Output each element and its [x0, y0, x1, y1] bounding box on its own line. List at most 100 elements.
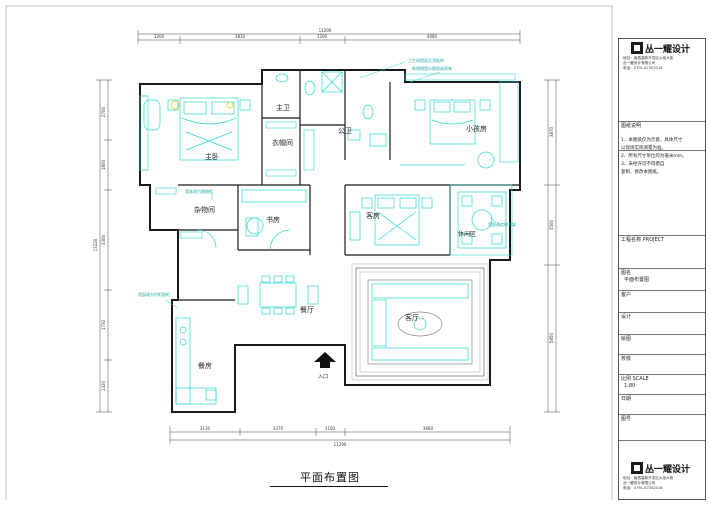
dim-top-3: 1200 — [317, 34, 328, 39]
draw-label: 绘图 — [621, 336, 632, 342]
dim-bottom-3: 1160 — [325, 426, 336, 431]
note-kitchen: 墙面改为吊柜厨柜 — [138, 291, 170, 297]
note-top-2: 新增隔墙分割保留原有 — [412, 65, 452, 71]
label-study: 书房 — [266, 215, 280, 224]
scale-label: 比例 SCALE — [621, 376, 649, 382]
note-line-5: 复制、修改本图纸。 — [621, 170, 662, 175]
title-block: 丛一耀设计 地址：南昌高新开发区火炬大街 丛一耀设计有限公司 电话：0791-8… — [618, 38, 706, 500]
title-underline — [270, 486, 388, 487]
label-walk-in-closet: 衣帽间 — [272, 138, 293, 147]
label-public-bath: 公卫 — [338, 127, 352, 135]
client-label: 客户 — [621, 292, 632, 298]
storage-shelves — [155, 187, 217, 249]
notes-list: 1、本图纸仅为示意，具体尺寸 以现场实际测量为准。 2、所有尺寸单位均为毫米mm… — [621, 137, 687, 177]
dim-right-1: 3870 — [549, 126, 554, 137]
scale-cell: 比例 SCALE 1:80 — [619, 375, 705, 395]
number-cell: 图号 — [619, 415, 705, 441]
dim-top-2: 3810 — [235, 34, 246, 39]
living-room-ornament — [351, 263, 489, 381]
note-line-4: 3、未经许可不得擅自 — [621, 162, 665, 167]
dim-top-4: 4080 — [427, 34, 438, 39]
dim-left-2: 1800 — [101, 159, 106, 170]
living-room-furniture — [355, 267, 485, 377]
annotation-leaders — [164, 61, 501, 309]
guest-bed — [349, 194, 433, 246]
logo-bottom: 丛一耀设计 地址：南昌高新开发区火炬大街 丛一耀设计有限公司 电话：0791-8… — [619, 459, 705, 495]
drawing-frame — [5, 5, 613, 500]
drawing-title: 平面布置图 — [300, 471, 360, 484]
leisure-furniture — [457, 191, 507, 249]
dim-left-3: 3300 — [101, 234, 106, 245]
dim-left-overall: 13220 — [93, 238, 98, 251]
master-tub — [143, 99, 234, 131]
logo-top: 丛一耀设计 地址：南昌高新开发区火炬大街 丛一耀设计有限公司 电话：0791-8… — [619, 39, 705, 75]
bottom-dimension-lines — [169, 426, 511, 444]
note-leisure: 墙面改造做书架 — [488, 221, 516, 227]
window-lines — [139, 73, 519, 256]
closet-shelves — [265, 121, 315, 177]
dim-left-5: 1430 — [101, 380, 106, 391]
brand-logo-icon — [631, 462, 643, 474]
bath-fixtures — [275, 71, 387, 147]
top-dimension-lines — [137, 30, 521, 44]
design-label: 设计 — [621, 314, 632, 320]
dim-right-2: 3500 — [549, 219, 554, 230]
label-leisure-room: 休闲区 — [458, 230, 476, 238]
floor-plan-drawing: 11290 1200 3810 1200 4080 3110 3370 1160… — [5, 5, 613, 500]
number-label: 图号 — [621, 416, 632, 422]
client-cell: 客户 — [619, 291, 705, 313]
label-kitchen: 餐房 — [198, 361, 212, 370]
company-line-2-bottom: 丛一耀设计有限公司 — [623, 481, 656, 485]
dim-right-3: 5850 — [549, 332, 554, 343]
dim-top-1: 1200 — [154, 34, 165, 39]
project-cell: 工程名称 PROJECT — [619, 235, 705, 269]
label-guest-room: 客房 — [366, 211, 380, 220]
drawing-name: 平面布置图 — [624, 277, 650, 283]
drawing-label: 图名 — [621, 270, 632, 276]
draw-cell: 绘图 — [619, 335, 705, 355]
drawing-cell: 图名 平面布置图 — [619, 269, 705, 291]
company-line-2: 丛一耀设计有限公司 — [623, 61, 656, 65]
dim-top-overall: 11290 — [319, 28, 332, 33]
notes-header: 图纸说明 — [621, 123, 642, 129]
company-name-bottom: 丛一耀设计 — [645, 465, 691, 475]
right-dimension-lines — [544, 79, 560, 413]
dim-bottom-overall: 11290 — [334, 442, 347, 447]
date-label: 日期 — [621, 396, 632, 402]
company-line-1-bottom: 地址：南昌高新开发区火炬大街 — [623, 476, 674, 480]
kitchen-counters — [175, 317, 217, 405]
check-label: 校核 — [621, 356, 632, 362]
design-cell: 设计 — [619, 313, 705, 335]
dining-table — [237, 275, 319, 315]
label-living-room: 客厅 — [405, 313, 419, 322]
entrance-arrow — [314, 352, 336, 368]
dim-bottom-1: 3110 — [200, 426, 211, 431]
company-line-3-bottom: 电话：0791-87302016 — [623, 486, 663, 490]
note-line-1: 1、本图纸仅为示意，具体尺寸 — [621, 138, 683, 143]
kids-bed — [400, 99, 495, 169]
note-line-2: 以现场实际测量为准。 — [621, 146, 666, 151]
date-cell: 日期 — [619, 395, 705, 415]
company-line-1: 地址：南昌高新开发区火炬大街 — [623, 56, 674, 60]
label-master-bath: 主卫 — [276, 103, 290, 112]
note-storage: 墙体改为储物柜 — [185, 188, 213, 194]
label-entrance: 入口 — [318, 374, 328, 380]
company-line-3: 电话：0791-87302016 — [623, 66, 663, 70]
dim-bottom-2: 3370 — [273, 426, 284, 431]
brand-logo-icon — [631, 42, 643, 54]
check-cell: 校核 — [619, 355, 705, 375]
label-dining-room: 餐厅 — [300, 305, 314, 314]
label-storage-room: 杂物间 — [194, 205, 215, 214]
dim-bottom-4: 3660 — [423, 426, 434, 431]
project-label: 工程名称 PROJECT — [621, 237, 665, 243]
note-top-1: 卫生间墙面至顶贴砖 — [408, 57, 444, 63]
label-master-bedroom: 主卧 — [205, 152, 219, 161]
dim-left-1: 2700 — [101, 106, 106, 117]
note-line-3: 2、所有尺寸单位均为毫米mm。 — [621, 154, 687, 159]
company-name-top: 丛一耀设计 — [645, 45, 691, 55]
dim-left-4: 1730 — [101, 319, 106, 330]
master-bed — [167, 97, 251, 161]
label-small-kids-room: 小孩房 — [466, 124, 487, 133]
notes-section: 图纸说明 — [619, 121, 705, 151]
study-furniture — [241, 189, 307, 251]
